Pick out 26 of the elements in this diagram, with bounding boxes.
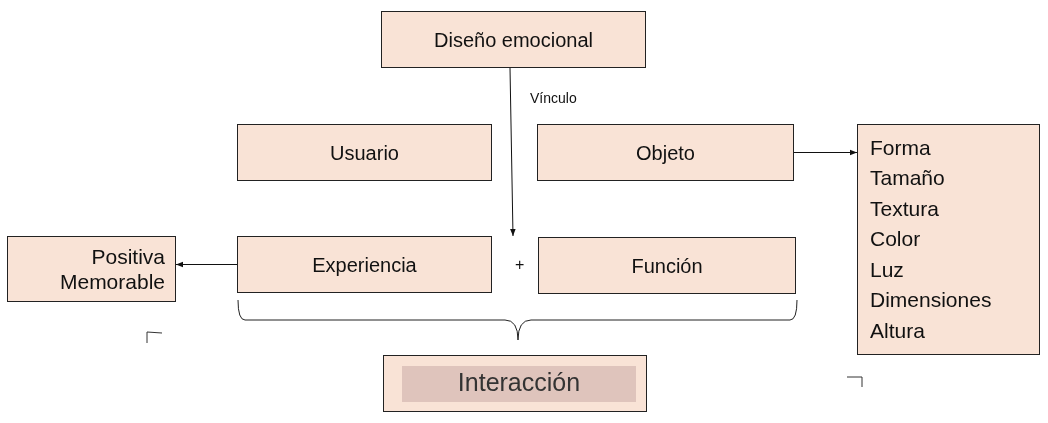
attribute-text: Luz bbox=[870, 256, 904, 283]
node-text: Objeto bbox=[636, 140, 695, 165]
node-text: Positiva Memorable bbox=[58, 243, 165, 295]
node-text: Experiencia bbox=[312, 252, 417, 277]
concept-box bbox=[383, 355, 647, 412]
concept-box bbox=[237, 236, 492, 293]
concept-box bbox=[538, 237, 796, 294]
concept-box bbox=[381, 11, 646, 68]
attribute-text: Dimensiones bbox=[870, 287, 992, 314]
concept-box bbox=[7, 236, 176, 302]
attribute-text: Color bbox=[870, 226, 921, 253]
node-text: Diseño emocional bbox=[434, 27, 593, 52]
attribute-text: Forma bbox=[870, 134, 931, 161]
attribute-list-box bbox=[857, 124, 1040, 355]
attribute-text: Tamaño bbox=[870, 165, 945, 192]
concept-box bbox=[237, 124, 492, 181]
node-text: Usuario bbox=[330, 140, 399, 165]
arrow bbox=[175, 261, 238, 268]
node-text: Interacción bbox=[402, 365, 636, 402]
attribute-text: Textura bbox=[870, 195, 939, 222]
node-text: Función bbox=[631, 253, 703, 278]
arrow bbox=[509, 67, 516, 237]
edge-label: Vínculo bbox=[528, 90, 579, 106]
attribute-text: Altura bbox=[870, 317, 925, 344]
arrow bbox=[793, 149, 858, 156]
concept-box bbox=[537, 124, 794, 181]
